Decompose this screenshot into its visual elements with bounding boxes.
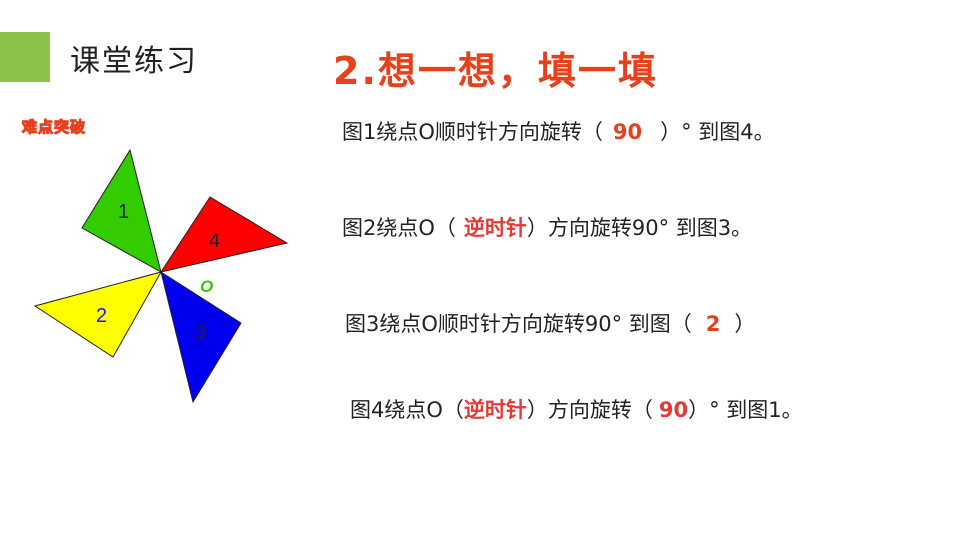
- triangle-2: [33, 271, 163, 358]
- question-2-answer: 逆时针: [463, 216, 527, 240]
- triangle-3-label: 3: [195, 322, 206, 344]
- question-4-pre: 图4绕点O（: [350, 398, 464, 422]
- difficulty-badge: 难点突破: [21, 118, 87, 137]
- triangle-4-label: 4: [209, 230, 220, 252]
- accent-block: [0, 32, 50, 82]
- triangle-1: [81, 148, 162, 274]
- question-3-post: ）: [734, 312, 756, 336]
- center-point-label: O: [200, 277, 213, 296]
- triangle-4: [159, 196, 289, 273]
- question-1: 图1绕点O顺时针方向旋转（ 90 ）° 到图4。: [342, 116, 775, 146]
- question-1-pre: 图1绕点O顺时针方向旋转（: [342, 120, 603, 144]
- question-3: 图3绕点O顺时针方向旋转90° 到图（ 2 ）: [345, 308, 755, 338]
- question-4-mid: ）方向旋转（: [526, 398, 653, 422]
- question-3-pre: 图3绕点O顺时针方向旋转90° 到图（: [345, 312, 692, 336]
- rotation-figure: 1 4 2 3 O: [33, 148, 289, 404]
- question-1-post: ）° 到图4。: [660, 120, 775, 144]
- question-4-post: ）° 到图1。: [688, 398, 803, 422]
- question-2-post: ）方向旋转90° 到图3。: [526, 216, 753, 240]
- question-2: 图2绕点O（ 逆时针）方向旋转90° 到图3。: [342, 212, 752, 242]
- question-4-answer-2: 90: [658, 398, 689, 422]
- question-4: 图4绕点O（逆时针）方向旋转（90）° 到图1。: [350, 394, 803, 424]
- question-1-answer: 90: [612, 120, 643, 144]
- triangle-2-label: 2: [96, 305, 107, 327]
- section-title: 课堂练习: [70, 44, 198, 79]
- question-4-answer: 逆时针: [463, 398, 527, 422]
- main-title: 2.想一想，填一填: [333, 49, 658, 93]
- question-3-answer: 2: [705, 312, 721, 336]
- question-2-pre: 图2绕点O（: [342, 216, 456, 240]
- triangle-3: [160, 270, 242, 404]
- triangle-1-label: 1: [118, 201, 129, 223]
